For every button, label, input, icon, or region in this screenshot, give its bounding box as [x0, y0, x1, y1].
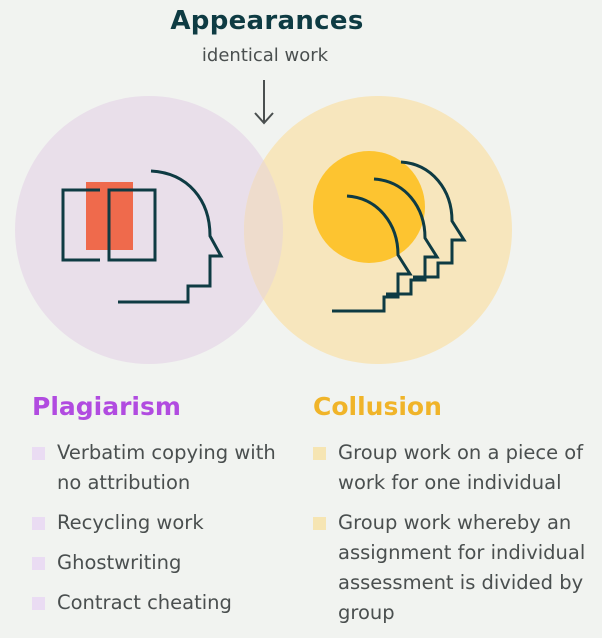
list-item-text: Contract cheating [57, 591, 232, 614]
bullet-square-icon [313, 447, 326, 460]
bullet-square-icon [32, 557, 45, 570]
list-item: Group work whereby an assignment for ind… [313, 508, 602, 628]
down-arrow-icon [254, 80, 274, 125]
head-profile [118, 169, 224, 304]
head-profile-front [332, 194, 413, 313]
diagram-title: Appearances [170, 6, 364, 36]
list-item: Recycling work [32, 508, 292, 538]
bullet-square-icon [32, 447, 45, 460]
left-page-outline [61, 188, 100, 262]
list-item-text: Group work whereby an assignment for ind… [338, 511, 586, 624]
collusion-list: Group work on a piece of work for one in… [313, 438, 602, 638]
head-profile-middle [373, 177, 440, 296]
list-item-text: Group work on a piece of work for one in… [338, 441, 584, 494]
bullet-square-icon [32, 517, 45, 530]
list-item-text: Recycling work [57, 511, 204, 534]
list-item: Verbatim copying with no attribution [32, 438, 292, 498]
plagiarism-list: Verbatim copying with no attribution Rec… [32, 438, 292, 628]
plagiarism-circle [15, 96, 283, 364]
collusion-sun [313, 151, 425, 263]
collusion-heading: Collusion [313, 392, 442, 421]
bullet-square-icon [32, 597, 45, 610]
diagram-subtitle: identical work [201, 45, 329, 66]
right-page-outline [107, 188, 157, 262]
list-item: Contract cheating [32, 588, 292, 618]
list-item: Group work on a piece of work for one in… [313, 438, 602, 498]
list-item-text: Ghostwriting [57, 551, 182, 574]
bullet-square-icon [313, 517, 326, 530]
list-item-text: Verbatim copying with no attribution [57, 441, 276, 494]
head-profile-back [400, 160, 467, 279]
venn-diagram [15, 80, 512, 364]
group-of-heads-icon [313, 151, 467, 313]
copied-pages-head-icon [61, 169, 224, 304]
list-item: Ghostwriting [32, 548, 292, 578]
plagiarism-heading: Plagiarism [32, 392, 181, 421]
